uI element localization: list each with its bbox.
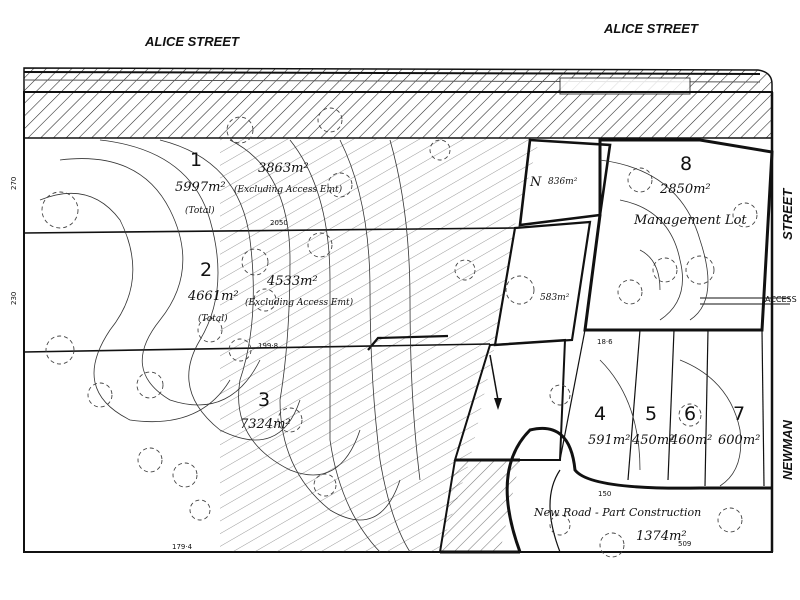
dim-1998-label: 199·8 — [258, 342, 278, 350]
lot-7-number: 7 — [733, 403, 745, 425]
lot-6-number: 6 — [684, 403, 696, 425]
lot-boundaries — [23, 138, 790, 554]
lot-2-alt-sub: (Excluding Access Emt) — [245, 297, 354, 308]
dim-2050-label: 2050 — [270, 219, 288, 227]
lot-6-area: 460m² — [669, 433, 712, 448]
dim-509-label: 509 — [678, 540, 691, 548]
lot-4-area: 591m² — [588, 433, 630, 448]
alice-street-label-left: ALICE STREET — [144, 34, 240, 49]
lot-1-area: 5997m² — [175, 180, 226, 195]
lot-5-number: 5 — [645, 403, 657, 425]
lot-6: 6 460m² — [669, 403, 712, 448]
lot-3: 3 7324m² — [240, 389, 291, 432]
contour-lines — [39, 139, 742, 553]
lot-1-sub: (Total) — [185, 205, 215, 216]
street-label-right: STREET — [780, 188, 795, 240]
tree-markers — [41, 107, 758, 558]
lot-5-area: 450m² — [631, 433, 674, 448]
area-836-label: 836m² — [548, 177, 578, 187]
lot-8-area: 2850m² — [659, 182, 711, 197]
lot-1-number: 1 — [190, 149, 202, 171]
lot-4: 4 591m² — [588, 403, 630, 448]
lot-8: 8 2850m² Management Lot — [633, 153, 747, 228]
newman-label: NEWMAN — [780, 419, 795, 480]
new-road-area: 1374m² — [636, 529, 687, 544]
lot-8-number: 8 — [680, 153, 692, 175]
side-230-label: 230 — [10, 292, 18, 305]
lot-8-sub: Management Lot — [633, 213, 747, 228]
lot-1-alt-area: 3863m² — [258, 161, 309, 176]
lot-3-number: 3 — [258, 389, 270, 411]
side-270-label: 270 — [10, 177, 18, 190]
lot-7: 7 600m² — [718, 403, 760, 448]
alice-street-label-right: ALICE STREET — [603, 21, 699, 36]
lot-n-label: N — [529, 175, 542, 190]
lot-2-area: 4661m² — [187, 289, 239, 304]
lot-2-sub: (Total) — [198, 313, 228, 324]
alice-street-reserve — [23, 67, 773, 139]
access-easement-hatch — [220, 138, 540, 552]
lot-1-alt-sub: (Excluding Access Emt) — [234, 184, 343, 195]
dim-150-label: 150 — [598, 490, 611, 498]
lot-3-area: 7324m² — [240, 417, 291, 432]
new-road: New Road - Part Construction 1374m² — [533, 506, 701, 544]
dim-186-label: 18·6 — [597, 338, 613, 346]
new-road-label: New Road - Part Construction — [533, 506, 701, 519]
dimension-labels: 836m² 583m² 2050 199·8 179·4 270 230 509… — [10, 175, 797, 551]
area-583-label: 583m² — [540, 293, 570, 303]
lot-2: 2 4661m² (Total) 4533m² (Excluding Acces… — [187, 259, 354, 324]
lot-4-number: 4 — [594, 403, 606, 425]
lot-5: 5 450m² — [631, 403, 674, 448]
dim-1794-label: 179·4 — [172, 543, 193, 551]
lot-7-area: 600m² — [718, 433, 760, 448]
lot-1: 1 5997m² (Total) 3863m² (Excluding Acces… — [175, 149, 343, 216]
lot-2-alt-area: 4533m² — [266, 274, 318, 289]
access-label: ACCESS — [765, 295, 797, 304]
lot-2-number: 2 — [200, 259, 212, 281]
